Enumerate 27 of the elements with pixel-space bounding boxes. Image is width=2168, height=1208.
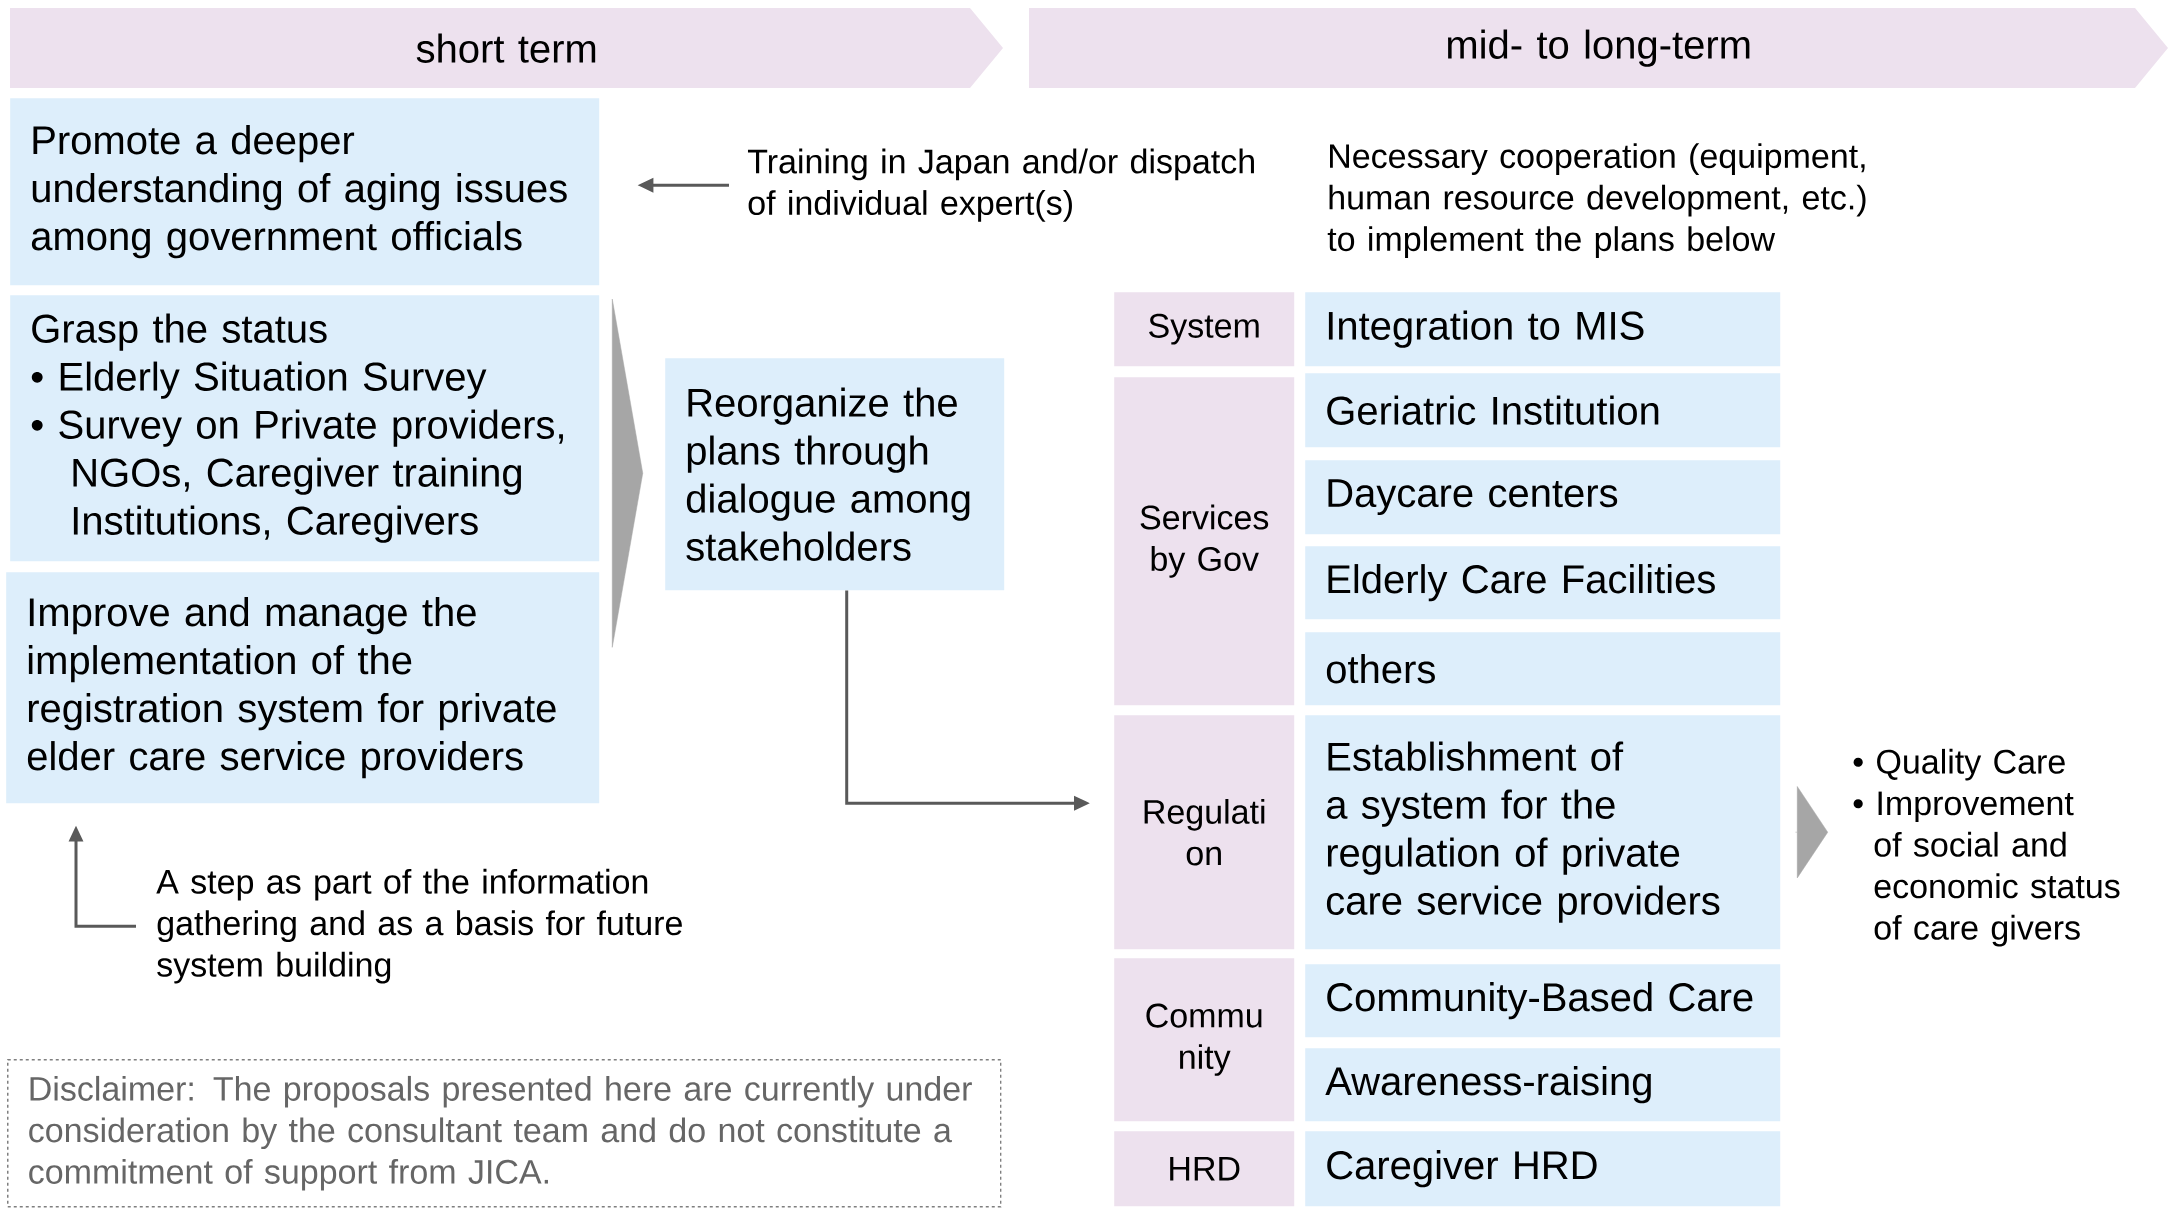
activity-box: Promote a deeper understanding of aging issues among government officials	[10, 98, 600, 286]
note-text: Necessary cooperation (equipment, human resource development, etc.) to implement the plans below	[1327, 143, 1866, 258]
activity-box: Caregiver HRD	[1305, 1131, 1781, 1207]
activity-box: Elderly Care Facilities	[1305, 546, 1781, 620]
chevron-arrow	[1795, 786, 1828, 879]
category-box: Regulati on	[1114, 715, 1295, 950]
outcome-text: • Quality Care • Improvement of social and economic status of care givers	[1853, 748, 2120, 947]
chevron-arrow	[611, 298, 643, 648]
activity-box: Community-Based Care	[1305, 964, 1781, 1038]
note-text: Training in Japan and/or dispatch of individual expert(s)	[748, 148, 1254, 222]
category-box: Commu nity	[1114, 958, 1295, 1122]
disclaimer-box: Disclaimer: The proposals presented here are currently under consideration by the consultant team and do not constitute a commitment of support from JICA.	[7, 1059, 1002, 1208]
activity-box: Establishment of a system for the regulation of private care service providers	[1305, 715, 1781, 950]
phase-banner: mid- to long-term	[1029, 8, 2168, 88]
activity-box: Geriatric Institution	[1305, 373, 1781, 448]
category-box: System	[1114, 292, 1295, 367]
activity-box: Grasp the status • Elderly Situation Survey • Survey on Private providers, NGOs, Caregiver training Institutions, Caregivers	[10, 295, 600, 562]
activity-box: Improve and manage the implementation of the registration system for private elder care service providers	[6, 572, 600, 804]
activity-box: Reorganize the plans through dialogue among stakeholders	[665, 358, 1005, 591]
activity-box: Daycare centers	[1305, 460, 1781, 535]
activity-box: others	[1305, 632, 1781, 706]
activity-box: Awareness-raising	[1305, 1048, 1781, 1122]
phase-banner: short term	[10, 8, 1003, 88]
activity-box: Integration to MIS	[1305, 292, 1781, 367]
category-box: Services by Gov	[1114, 377, 1295, 706]
note-text: A step as part of the information gathering and as a basis for future system building	[156, 868, 682, 984]
category-box: HRD	[1114, 1131, 1295, 1207]
